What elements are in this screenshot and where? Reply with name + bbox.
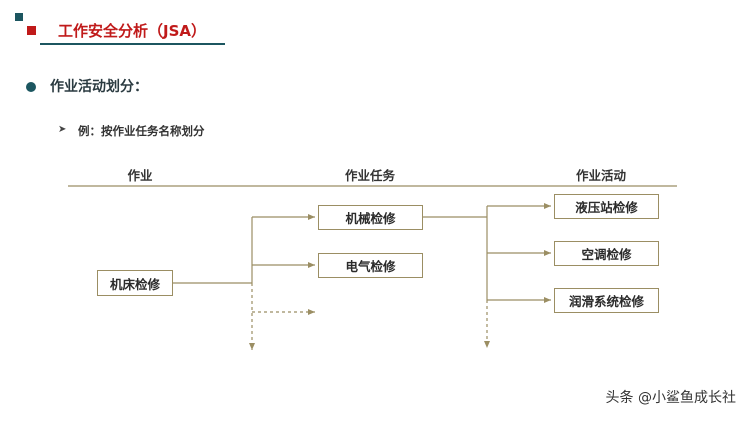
example-text: 例：按作业任务名称划分 (78, 124, 205, 138)
activity-box-2: 空调检修 (554, 241, 659, 266)
task-box-2: 电气检修 (318, 253, 423, 278)
page-title: 工作安全分析（JSA） (58, 22, 206, 40)
column-header-task: 作业任务 (344, 168, 396, 183)
section-heading: 作业活动划分： (50, 79, 148, 95)
watermark: 头条 @小鲨鱼成长社 (605, 390, 736, 406)
title-underline (40, 43, 225, 45)
activity-box-3: 润滑系统检修 (554, 288, 659, 313)
column-header-job: 作业 (127, 168, 153, 183)
column-header-activity: 作业活动 (575, 168, 627, 183)
task-box-1: 机械检修 (318, 205, 423, 230)
corner-square-red (27, 26, 36, 35)
bullet-dot (26, 82, 36, 92)
arrow-bullet-icon: ➤ (58, 124, 67, 135)
activity-box-1: 液压站检修 (554, 194, 659, 219)
job-box: 机床检修 (97, 270, 173, 296)
corner-square-teal (15, 13, 23, 21)
